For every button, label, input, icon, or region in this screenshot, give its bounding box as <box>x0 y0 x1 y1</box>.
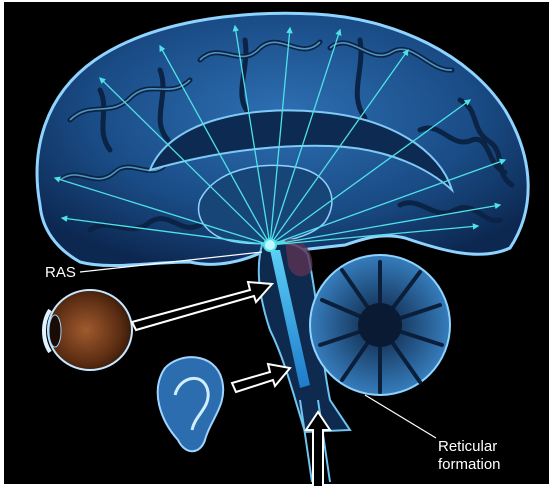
reticular-formation-label-line1: Reticular <box>438 438 497 455</box>
cerebellum <box>310 255 450 395</box>
reticular-formation-label-line2: formation <box>438 456 501 473</box>
ras-label: RAS <box>45 264 76 281</box>
ras-node <box>264 239 276 251</box>
